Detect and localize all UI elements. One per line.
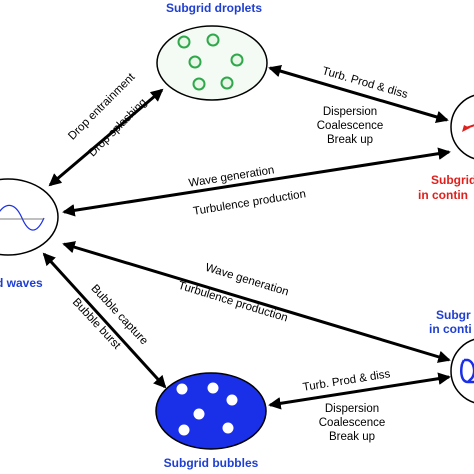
bubble-dot [178,424,190,436]
arrow-bubbles-continuum-bottom [268,372,451,410]
waves-ellipse [0,178,59,256]
droplet-dot [177,35,191,49]
arrow-droplets-continuum-top [268,64,449,124]
droplet-dot [230,53,244,67]
label-breakup-bottom: Break up [329,431,375,443]
label-coalescence-top: Coalescence [317,120,383,132]
label-drop-entrainment: Drop entrainment [66,71,138,143]
bubble-dot [207,382,219,394]
label-dispersion-top: Dispersion [323,106,377,118]
continuum-top-node: Subgrid in contin [418,94,474,202]
droplets-title: Subgrid droplets [166,1,262,15]
waves-title: d waves [0,276,43,290]
bubble-dot [226,394,238,406]
waves-node: d waves [0,178,59,290]
continuum-bottom-line1: Subgr [436,308,471,322]
continuum-bottom-circle [450,338,474,404]
droplet-dot [188,55,202,69]
continuum-top-circle [450,94,474,160]
droplets-node: Subgrid droplets [156,1,268,101]
bubble-dot [176,383,188,395]
red-arrow-shaft [465,124,474,129]
droplet-dot [220,76,234,90]
droplet-dots [177,33,244,91]
label-coalescence-bottom: Coalescence [319,417,385,429]
red-arrow-icon [462,125,470,132]
continuum-bottom-line2: in conti [429,322,472,336]
label-breakup-top: Break up [327,134,373,146]
bubble-dot [222,422,234,434]
bubble-dots [176,382,238,436]
wave-icon [0,204,45,231]
arrow-waves-bubbles [42,252,167,389]
arrow-waves-continuum-top [62,147,451,217]
continuum-top-line2: in contin [418,188,468,202]
bubble-dot [193,408,205,420]
bubbles-title: Subgrid bubbles [164,456,259,470]
droplet-dot [206,33,220,47]
continuum-top-line1: Subgrid [431,173,474,187]
label-turbulence-upper: Turbulence production [192,188,306,218]
bubbles-node: Subgrid bubbles [155,372,267,470]
label-turb-prod-bottom: Turb. Prod & diss [302,368,391,394]
droplet-dot [192,77,206,91]
arrows [42,64,451,410]
label-dispersion-bottom: Dispersion [325,403,379,415]
